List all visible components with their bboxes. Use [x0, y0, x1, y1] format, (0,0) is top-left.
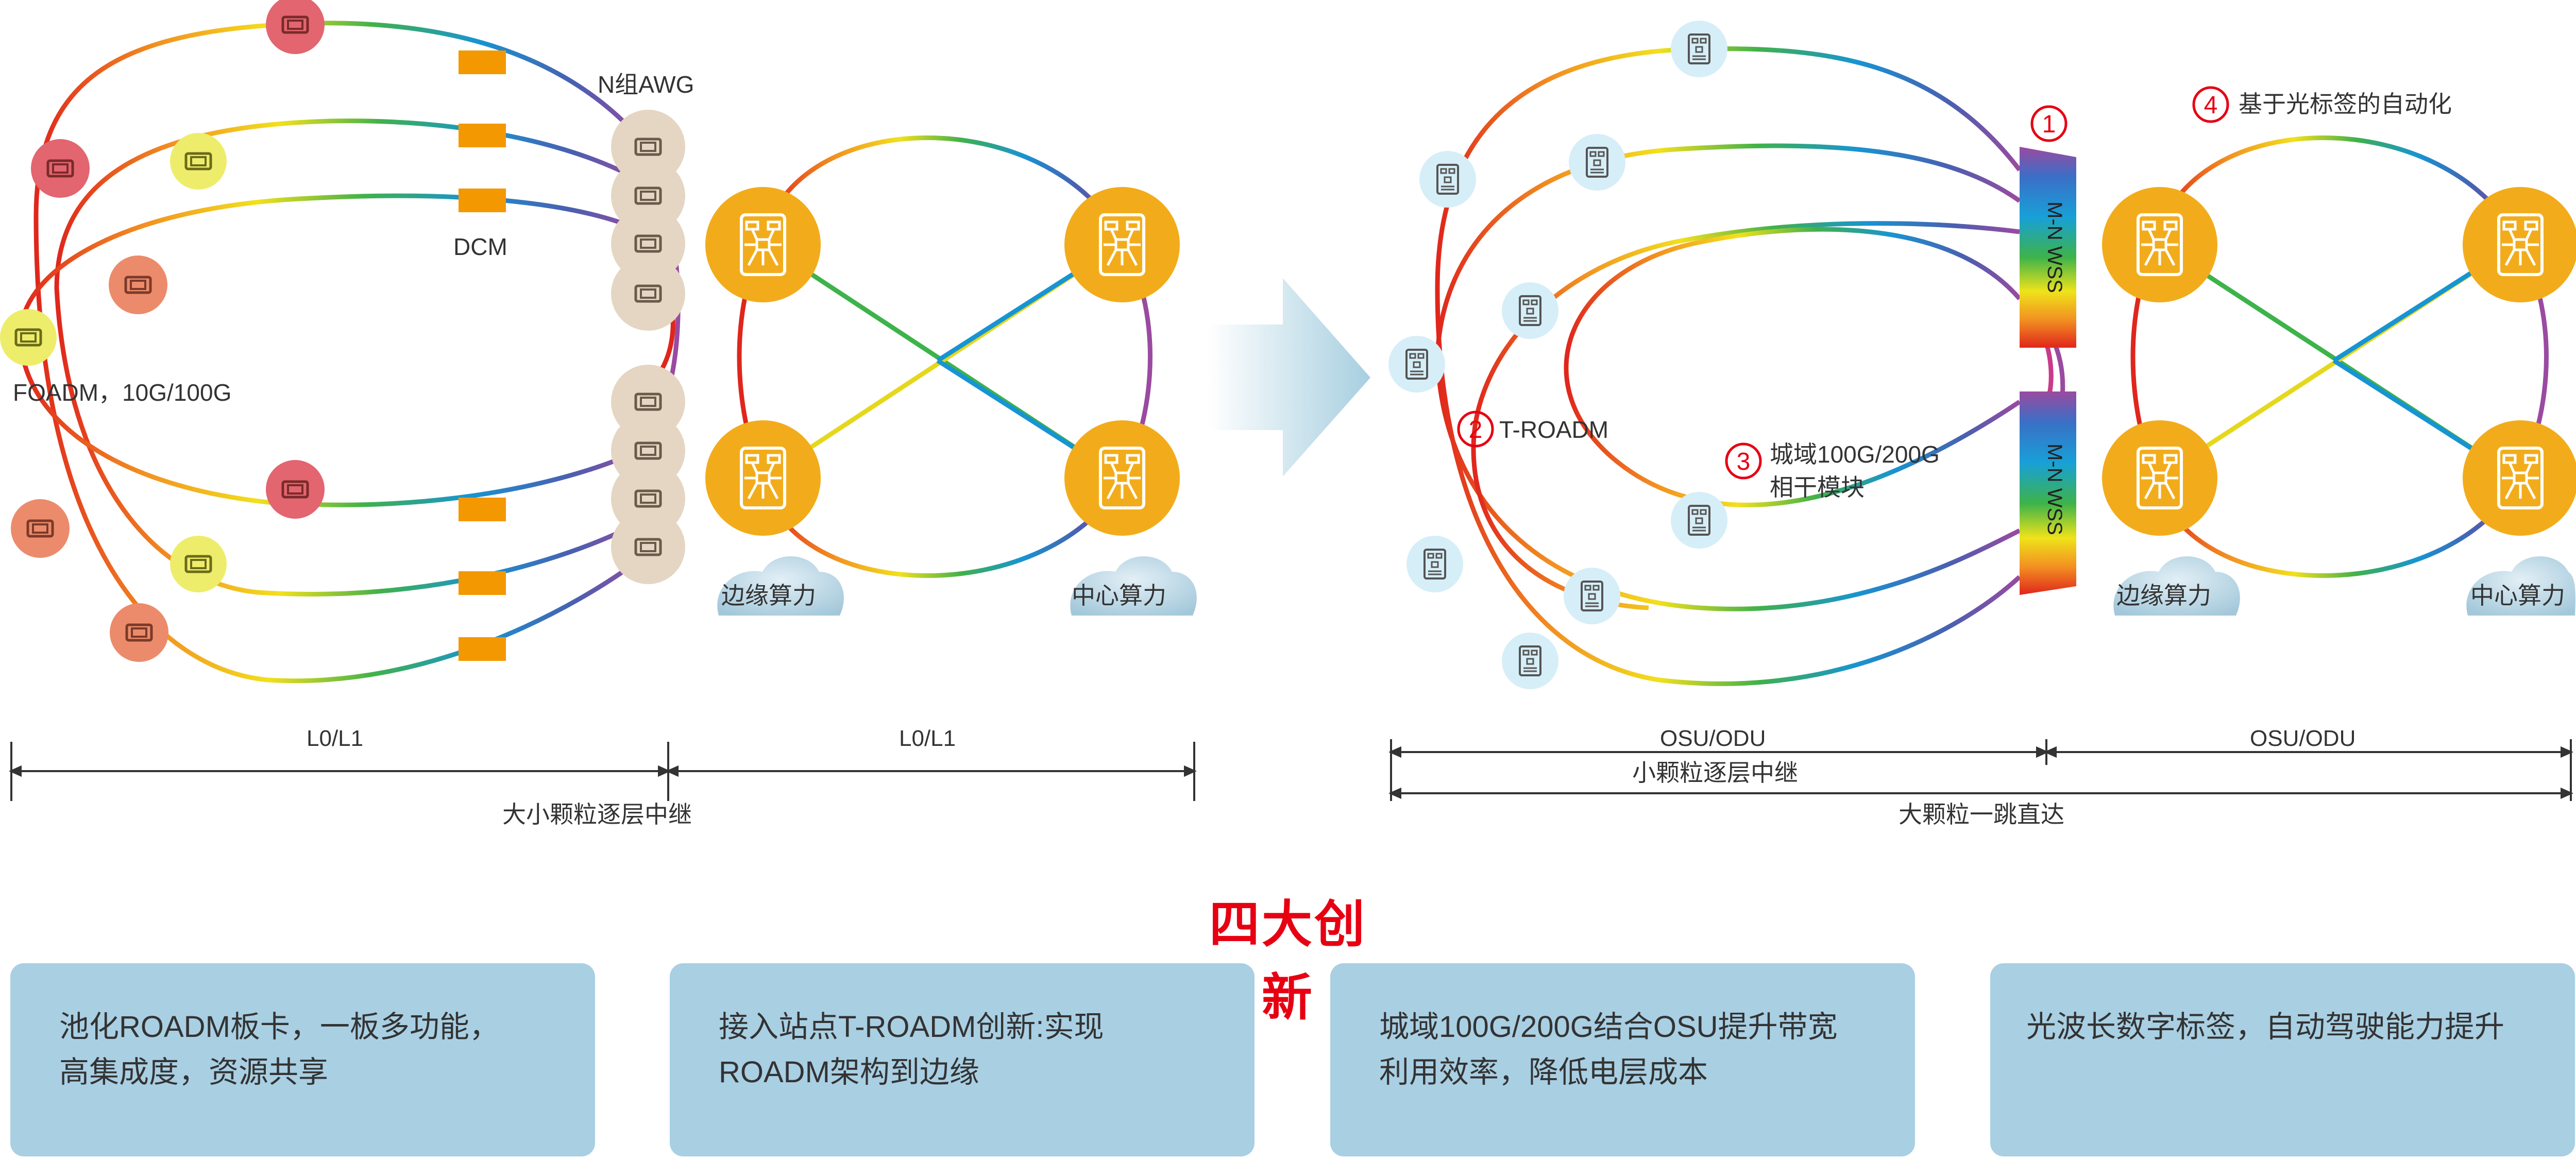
card-3-line1: 城域100G/200G结合OSU提升带宽: [1379, 1010, 1838, 1044]
right-scale-caption1: 小颗粒逐层中继: [1632, 759, 1798, 786]
left-arc-inner: [18, 193, 646, 507]
card-4-line1: 光波长数字标签，自动驾驶能力提升: [2026, 1010, 2505, 1044]
callout-3-text: 城域100G/200G: [1770, 441, 1940, 468]
dcm-block: [459, 637, 506, 661]
dcm-block: [459, 50, 506, 74]
right-scale-caption2: 大颗粒一跳直达: [1899, 801, 2064, 828]
callout-circles: [1457, 86, 2229, 480]
innovation-cards: 池化ROADM板卡，一板多功能， 高集成度，资源共享 接入站点T-ROADM创新…: [0, 963, 2576, 1159]
left-dcm-group: [459, 50, 506, 661]
left-awg-stack: [611, 110, 685, 584]
right-ring-arcs: [1435, 46, 2065, 686]
card-2-line2: ROADM架构到边缘: [719, 1055, 979, 1089]
right-edge-cloud-label: 边缘算力: [2116, 582, 2211, 609]
innovations-title: 四大创新: [1209, 896, 1367, 1026]
right-troadm-nodes: [1388, 21, 1727, 689]
left-scale-seg2-label: L0/L1: [899, 726, 956, 751]
callout-1-number: 1: [2042, 111, 2056, 138]
foadm-label: FOADM，10G/100G: [13, 379, 231, 406]
left-scale: [9, 742, 1197, 801]
left-scale-caption: 大小颗粒逐层中继: [502, 801, 692, 828]
callout-3-text2: 相干模块: [1770, 474, 1865, 501]
dcm-block: [459, 124, 506, 147]
left-ring-arcs: [18, 21, 681, 684]
n-awg-label: N组AWG: [598, 71, 694, 98]
right-center-cloud-label: 中心算力: [2470, 582, 2565, 609]
right-scale-seg1-label: OSU/ODU: [1660, 726, 1766, 751]
callout-4-number: 4: [2204, 92, 2218, 119]
wss-top-label: M-N WSS: [2043, 201, 2066, 293]
right-core-hubs: [2102, 187, 2576, 536]
dcm-block: [459, 571, 506, 595]
callout-3-number: 3: [1737, 448, 1751, 475]
innovation-card-2: 接入站点T-ROADM创新:实现 ROADM架构到边缘: [670, 963, 1255, 1156]
left-arc-outer: [33, 21, 651, 684]
callout-2-number: 2: [1469, 416, 1483, 444]
left-foadm-nodes: [0, 0, 325, 662]
card-1-line1: 池化ROADM板卡，一板多功能，: [59, 1010, 499, 1044]
dcm-block: [459, 189, 506, 212]
right-scale: [1388, 739, 2573, 801]
left-center-cloud-label: 中心算力: [1072, 582, 1166, 609]
callout-2-text: T-ROADM: [1499, 416, 1608, 443]
right-scale-seg2-label: OSU/ODU: [2250, 726, 2355, 751]
card-2-line1: 接入站点T-ROADM创新:实现: [719, 1010, 1104, 1044]
dcm-label: DCM: [453, 233, 507, 260]
diagram-canvas: N组AWG DCM FOADM，10G/100G 边缘算力 中心算力 L0/L1…: [0, 0, 2576, 828]
right-center-cloud: [2466, 556, 2575, 616]
right-edge-cloud: [2113, 556, 2240, 616]
left-arc-middle: [54, 118, 646, 596]
innovation-card-3: 城域100G/200G结合OSU提升带宽 利用效率，降低电层成本: [1330, 963, 1915, 1156]
card-1-line2: 高集成度，资源共享: [59, 1055, 329, 1089]
dcm-block: [459, 498, 506, 521]
transition-arrow: [1208, 278, 1370, 476]
wss-block-bottom: [2020, 391, 2076, 595]
wss-block-top: [2020, 147, 2076, 348]
left-edge-cloud: [717, 556, 844, 616]
wss-bottom-label: M-N WSS: [2043, 444, 2066, 535]
innovation-card-1: 池化ROADM板卡，一板多功能， 高集成度，资源共享: [10, 963, 595, 1156]
card-3-line2: 利用效率，降低电层成本: [1379, 1055, 1708, 1089]
left-core-hubs: [705, 187, 1180, 536]
left-scale-seg1-label: L0/L1: [307, 726, 363, 751]
innovation-card-4: 光波长数字标签，自动驾驶能力提升: [1990, 963, 2575, 1156]
left-center-cloud: [1070, 556, 1197, 616]
callout-4-text: 基于光标签的自动化: [2239, 91, 2452, 117]
left-edge-cloud-label: 边缘算力: [721, 582, 816, 609]
